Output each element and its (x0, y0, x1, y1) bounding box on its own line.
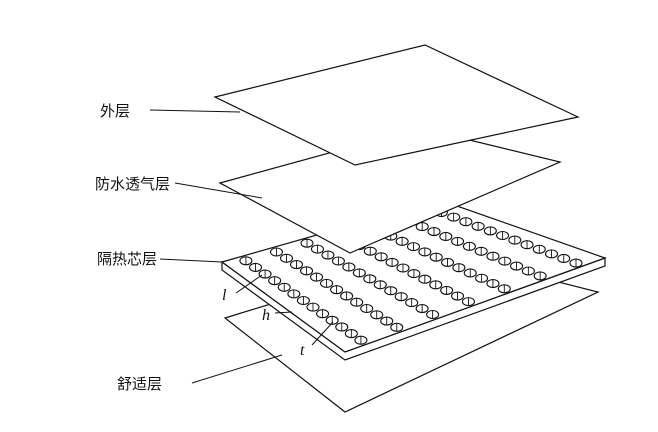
insulation-leader-line (159, 258, 223, 263)
comfort-leader-line (191, 354, 283, 384)
outer-leader-line (149, 109, 241, 113)
t-leader-line (311, 321, 334, 346)
waterproof-leader-line (174, 182, 263, 199)
h-leader-line (274, 311, 293, 314)
outer-layer-label: 外层 (100, 102, 130, 120)
symbol-l: l (222, 287, 227, 304)
l-leader-line (235, 274, 263, 294)
waterproof-layer-label: 防水透气层 (95, 175, 170, 193)
insulation-layer-label: 隔热芯层 (97, 250, 157, 268)
symbol-t: t (300, 342, 305, 359)
outer-layer-sheet (213, 44, 580, 166)
comfort-layer-label: 舒适层 (117, 375, 162, 393)
symbol-h: h (262, 307, 270, 324)
